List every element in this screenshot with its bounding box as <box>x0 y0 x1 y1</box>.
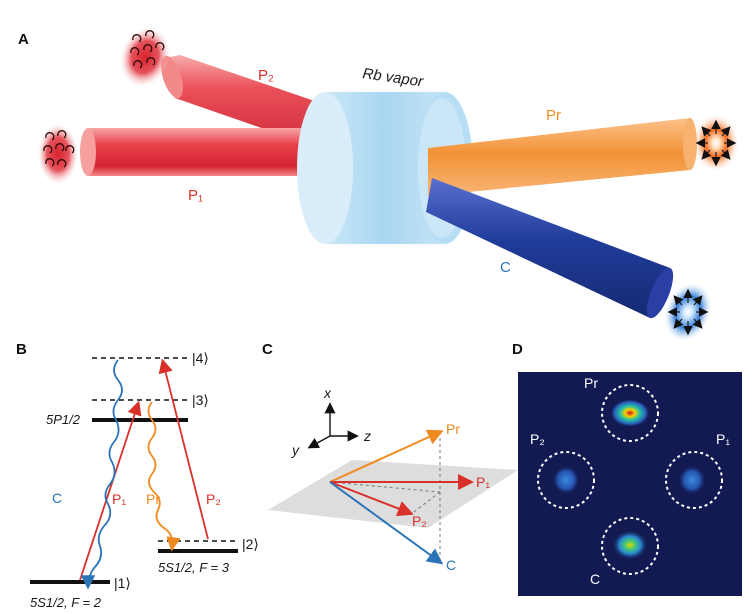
p2-spot-label: P₂ <box>530 431 545 447</box>
axis-y-label: y <box>291 442 300 458</box>
spot-circles <box>537 384 723 575</box>
p1-beam <box>80 128 320 176</box>
panel-c: C x z y Pr P₁ P₂ C <box>262 341 518 573</box>
pr-vector-label: Pr <box>446 421 460 437</box>
axis-z-label: z <box>363 428 371 444</box>
c-vector <box>329 481 444 565</box>
conjugate-polarization-spot <box>664 282 712 342</box>
state-5p-label: 5P1/2 <box>46 412 81 427</box>
panel-c-label: C <box>262 341 273 358</box>
panel-b: B |4⟩ |3⟩ |2⟩ |1⟩ 5P1/2 5S1/2, F = 3 5S1… <box>16 341 259 610</box>
c-spot <box>612 530 648 560</box>
p2-spot <box>552 465 580 495</box>
level-1-label: |1⟩ <box>114 575 131 591</box>
p2-vortex-spot <box>120 27 170 87</box>
probe-polarization-spot <box>694 115 738 171</box>
p1-vortex-spot <box>38 124 78 184</box>
level-2-label: |2⟩ <box>242 536 259 552</box>
beam-plane <box>268 460 518 528</box>
p2-vector-label: P₂ <box>412 513 427 529</box>
p1-transition-arrow <box>79 400 142 581</box>
c-vector-label: C <box>446 557 456 573</box>
p1-vector-label: P₁ <box>476 474 490 490</box>
state-5s-f2-label: 5S1/2, F = 2 <box>30 595 102 610</box>
p2-vector <box>329 481 414 517</box>
pr-transition-label: Pr <box>146 491 160 507</box>
pr-spot <box>610 399 650 427</box>
p2-beam-label: P₂ <box>258 67 274 84</box>
level-4-label: |4⟩ <box>192 350 209 366</box>
conjugate-beam <box>426 178 674 319</box>
conjugate-beam-label: C <box>500 259 511 276</box>
panel-d-label: D <box>512 341 523 358</box>
axes-triad <box>307 402 359 449</box>
c-spot-label: C <box>590 571 600 587</box>
probe-beam <box>428 118 697 196</box>
panel-a: A Rb vapor P₂ P₁ Pr <box>18 27 738 342</box>
pr-vector <box>329 429 444 483</box>
rb-vapor-label: Rb vapor <box>361 65 425 90</box>
axis-x-label: x <box>323 385 332 401</box>
panel-b-label: B <box>16 341 27 358</box>
p2-transition-label: P₂ <box>206 491 221 507</box>
p1-spot <box>678 465 706 495</box>
pr-spot-label: Pr <box>584 375 598 391</box>
p2-transition-arrow <box>158 358 209 540</box>
p1-beam-label: P₁ <box>188 187 203 204</box>
level-3-label: |3⟩ <box>192 392 209 408</box>
c-transition-label: C <box>52 490 62 506</box>
probe-beam-label: Pr <box>546 107 561 124</box>
pr-transition-wavy <box>147 401 181 552</box>
p1-transition-label: P₁ <box>112 491 126 507</box>
p1-spot-label: P₁ <box>716 431 730 447</box>
panel-a-label: A <box>18 31 29 48</box>
panel-d: D Pr P₂ P₁ C <box>512 341 742 596</box>
state-5s-f3-label: 5S1/2, F = 3 <box>158 560 230 575</box>
c-transition-wavy <box>80 359 123 590</box>
